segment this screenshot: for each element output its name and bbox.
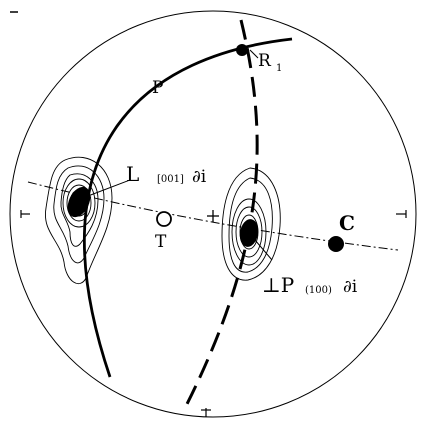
label-l: L <box>126 162 139 186</box>
l-leader <box>87 179 131 197</box>
label-perp-p: ⊥P <box>262 273 294 297</box>
label-l-suffix: ∂i <box>192 167 207 187</box>
r1-leader <box>249 49 259 59</box>
label-r1: R <box>258 51 272 71</box>
r1-pole-icon <box>236 44 248 56</box>
p-great-circle <box>83 37 293 378</box>
l-contours <box>44 156 113 284</box>
c-pole-icon <box>328 236 344 252</box>
dashed-great-circle <box>182 19 259 411</box>
primitive-circle <box>9 10 417 418</box>
label-perp-suffix: ∂i <box>343 277 358 297</box>
label-c: C <box>339 211 355 235</box>
label-t: T <box>155 232 167 252</box>
label-p: P <box>152 78 163 98</box>
edge-ticks <box>20 210 407 417</box>
lct-great-circle <box>27 181 399 251</box>
label-perp-sub: (100) <box>305 285 332 296</box>
perp-p-contours <box>221 167 281 281</box>
center-cross <box>207 210 219 222</box>
l-pole-icon <box>67 186 91 218</box>
leader-lines <box>87 49 273 261</box>
perp-leader <box>254 239 273 261</box>
perp-p-pole-icon <box>239 219 259 247</box>
label-l-sub: [001] <box>157 174 184 185</box>
t-pole-icon <box>156 211 172 227</box>
label-r1-sub: 1 <box>276 63 282 74</box>
